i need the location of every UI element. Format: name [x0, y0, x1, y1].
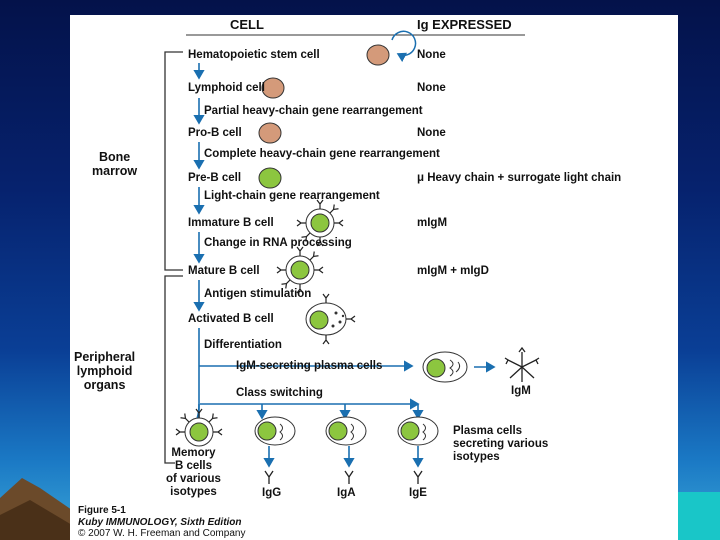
- stage-lymphoid-ig: None: [417, 82, 446, 94]
- step-antigen-stimulation: Antigen stimulation: [204, 288, 312, 300]
- plasma-cell-iga-shape: [325, 416, 367, 446]
- ige-antibody-icon: [413, 470, 423, 484]
- figure-panel: [70, 15, 678, 540]
- corner-accent: [678, 492, 720, 540]
- peripheral-bracket: [164, 275, 183, 464]
- pre-b-cell-shape: [258, 167, 282, 189]
- step-light-chain: Light-chain gene rearrangement: [204, 190, 380, 202]
- memory-b-label: Memory B cells of various isotypes: [166, 447, 221, 498]
- pro-b-cell-shape: [258, 122, 282, 144]
- lymphoid-cell-shape: [261, 77, 285, 99]
- bone-marrow-bracket: [164, 51, 183, 271]
- mature-b-cell-shape: [276, 246, 324, 294]
- step-partial-heavy: Partial heavy-chain gene rearrangement: [204, 105, 423, 117]
- stage-pre-b-ig: μ Heavy chain + surrogate light chain: [417, 172, 622, 184]
- class-switching-label: Class switching: [236, 387, 323, 399]
- memory-b-cell-shape: [175, 408, 223, 447]
- iga-label: IgA: [337, 487, 356, 499]
- stage-pre-b-label: Pre-B cell: [188, 172, 242, 184]
- mountain-silhouette: [0, 478, 72, 540]
- stage-pro-b-label: Pro-B cell: [188, 127, 242, 139]
- bone-marrow-label: Bone marrow: [92, 150, 138, 178]
- peripheral-lymphoid-label: Peripheral lymphoid organs: [74, 350, 136, 392]
- igm-label: IgM: [511, 385, 531, 397]
- igg-label: IgG: [262, 487, 282, 499]
- header-cell: CELL: [230, 17, 264, 32]
- step-differentiation: Differentiation: [204, 339, 282, 351]
- stage-mature-b-ig: mIgM + mIgD: [417, 265, 489, 277]
- ige-label: IgE: [409, 487, 427, 499]
- figure-number: Figure 5-1: [78, 505, 126, 516]
- iga-antibody-icon: [344, 470, 354, 484]
- stage-immature-b-label: Immature B cell: [188, 217, 274, 229]
- igg-antibody-icon: [264, 470, 274, 484]
- step-complete-heavy: Complete heavy-chain gene rearrangement: [204, 148, 440, 160]
- stage-mature-b-label: Mature B cell: [188, 265, 260, 277]
- plasma-cell-igg-shape: [254, 416, 296, 446]
- stage-hsc-label: Hematopoietic stem cell: [188, 49, 320, 61]
- stage-lymphoid-label: Lymphoid cell: [188, 82, 265, 94]
- plasma-various-label: Plasma cells secreting various isotypes: [453, 425, 549, 463]
- plasma-cell-ige-shape: [397, 416, 439, 446]
- igm-plasma-label: IgM-secreting plasma cells: [236, 360, 383, 372]
- stage-immature-b-ig: mIgM: [417, 217, 448, 229]
- stage-hsc-ig: None: [417, 49, 446, 61]
- activated-b-cell-shape: [305, 293, 356, 345]
- igm-pentamer-shape: [504, 346, 540, 382]
- stage-pro-b-ig: None: [417, 127, 446, 139]
- stem-cell-shape: [366, 44, 390, 66]
- header-ig-expressed: Ig EXPRESSED: [417, 17, 512, 32]
- figure-copyright: © 2007 W. H. Freeman and Company: [78, 528, 246, 539]
- step-rna-processing: Change in RNA processing: [204, 237, 352, 249]
- figure-book: Kuby IMMUNOLOGY, Sixth Edition: [78, 517, 242, 528]
- igm-plasma-cell-shape: [422, 351, 468, 383]
- immature-b-cell-shape: [296, 199, 344, 247]
- stage-activated-b-label: Activated B cell: [188, 313, 274, 325]
